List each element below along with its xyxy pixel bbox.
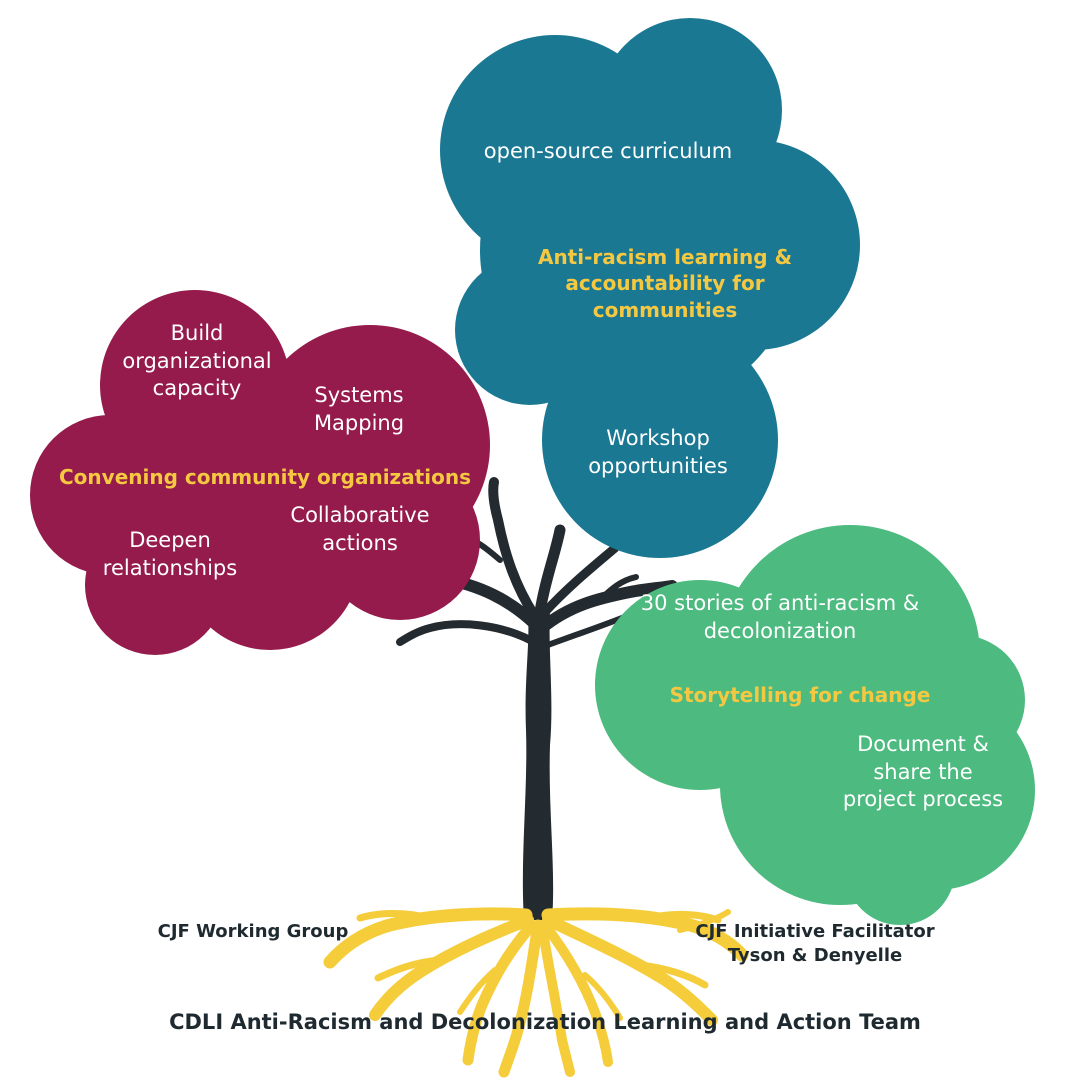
teal-heading: Anti-racism learning & accountability fo… [520,244,810,323]
root-center-1 [498,919,544,1078]
root-left-3 [369,914,534,1021]
teal-heading-text: Anti-racism learning & accountability fo… [537,245,793,322]
teal-item-workshop-opportunities: Workshop opportunities [578,425,738,480]
branch-right-up [540,543,620,617]
green-item-document-share: Document & share the project process [838,731,1008,814]
root-left-2 [356,910,434,922]
branch-right-main [536,580,678,634]
magenta-bubble [30,290,490,655]
root-right-6 [582,972,623,1021]
root-far-right [677,909,731,933]
branch-center-up [534,524,566,618]
green-item-stories-text: 30 stories of anti-racism & decolonizati… [640,591,920,643]
root-label-team: CDLI Anti-Racism and Decolonization Lear… [169,1010,921,1034]
magenta-item-collaborative-actions: Collaborative actions [280,502,440,557]
branch-left-up [488,477,539,620]
branch-right-twig [597,574,639,603]
green-bubble [595,525,1035,925]
tree-roots [323,907,749,1078]
root-label-facilitator-line1: CJF Initiative Facilitator [695,921,935,942]
root-label-working-group: CJF Working Group [157,921,349,942]
teal-item-open-source-curriculum: open-source curriculum [483,139,733,163]
branch-left-low [396,620,534,646]
green-item-document-text: Document & share the project process [842,732,1004,812]
teal-bubble [440,18,860,558]
root-left-5 [462,919,538,1066]
magenta-item-systems-text: Systems Mapping [313,383,405,435]
root-left-1 [323,907,533,969]
root-label-facilitator-line2: Tyson & Denyelle [727,944,903,966]
root-label-facilitator: CJF Initiative Facilitator Tyson & Denye… [690,920,940,968]
magenta-item-build-capacity: Build organizational capacity [112,320,282,403]
magenta-item-build-text: Build organizational capacity [122,321,272,401]
root-right-3 [542,914,718,1026]
magenta-heading: Convening community organizations [59,465,471,489]
root-right-5 [540,920,613,1067]
magenta-item-deepen-text: Deepen relationships [102,528,238,580]
root-right-1 [541,907,749,962]
magenta-item-deepen-relationships: Deepen relationships [90,527,250,582]
teal-item-workshop-text: Workshop opportunities [588,426,728,478]
root-right-4 [636,961,709,989]
green-item-30-stories: 30 stories of anti-racism & decolonizati… [630,590,930,645]
trunk-body [522,612,554,920]
root-left-4 [374,956,444,982]
magenta-item-systems-mapping: Systems Mapping [298,382,420,437]
root-left-6 [457,967,498,1015]
magenta-item-collab-text: Collaborative actions [290,503,430,555]
green-heading: Storytelling for change [669,683,931,707]
root-center-2 [537,920,575,1077]
